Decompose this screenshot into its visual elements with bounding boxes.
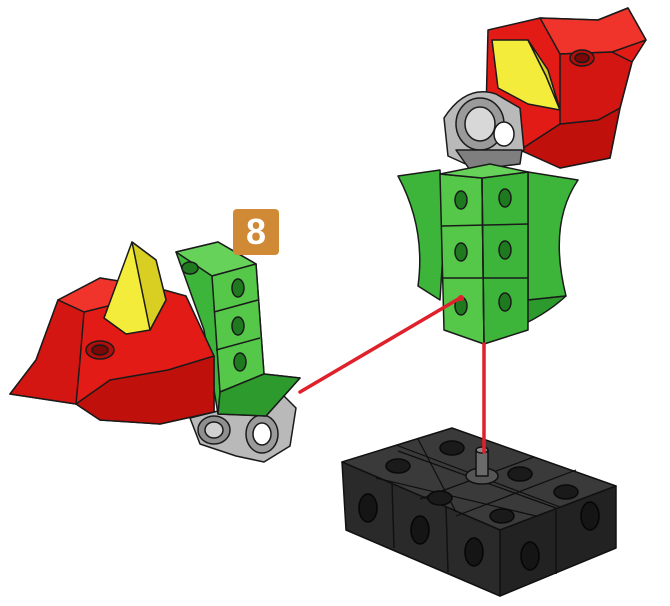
right-bird-assembly: [398, 8, 646, 344]
step-number-badge: 8: [233, 209, 279, 255]
black-base-plate: [342, 428, 616, 596]
gray-joint-piece: [444, 92, 524, 170]
guide-line-horizontal: [300, 298, 460, 392]
left-bird-assembly: [10, 242, 300, 462]
